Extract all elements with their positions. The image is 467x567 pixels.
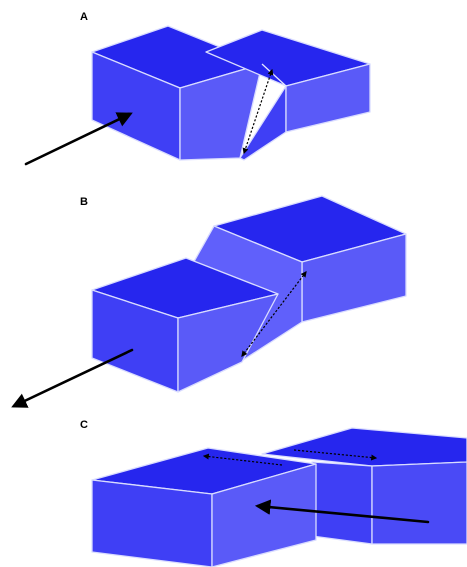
block-a-left — [91, 25, 263, 161]
panel-label-b: B — [80, 196, 88, 208]
block-c-right — [261, 427, 467, 545]
block-c-right-top — [261, 427, 467, 467]
block-b-left — [91, 257, 279, 393]
block-c-left — [91, 447, 317, 567]
motion-arrow-c — [254, 499, 430, 524]
slip-arrow-c-right — [293, 449, 378, 461]
block-c-left-side — [211, 463, 317, 567]
panel-label-a: A — [80, 11, 88, 23]
slip-arrow-a — [242, 68, 274, 155]
panel-b: B — [11, 195, 407, 408]
block-c-right-front — [311, 461, 373, 545]
panel-c: C — [80, 419, 467, 567]
panel-label-c: C — [80, 419, 88, 431]
slip-arrow-b — [241, 271, 307, 357]
slip-arrow-c-left — [202, 453, 283, 466]
block-a-right-side — [285, 63, 371, 133]
block-c-left-front — [91, 479, 213, 567]
motion-arrow-a — [24, 112, 133, 166]
panel-a: A — [24, 11, 371, 166]
block-c-right-side — [371, 461, 467, 545]
motion-arrow-b — [11, 348, 134, 408]
